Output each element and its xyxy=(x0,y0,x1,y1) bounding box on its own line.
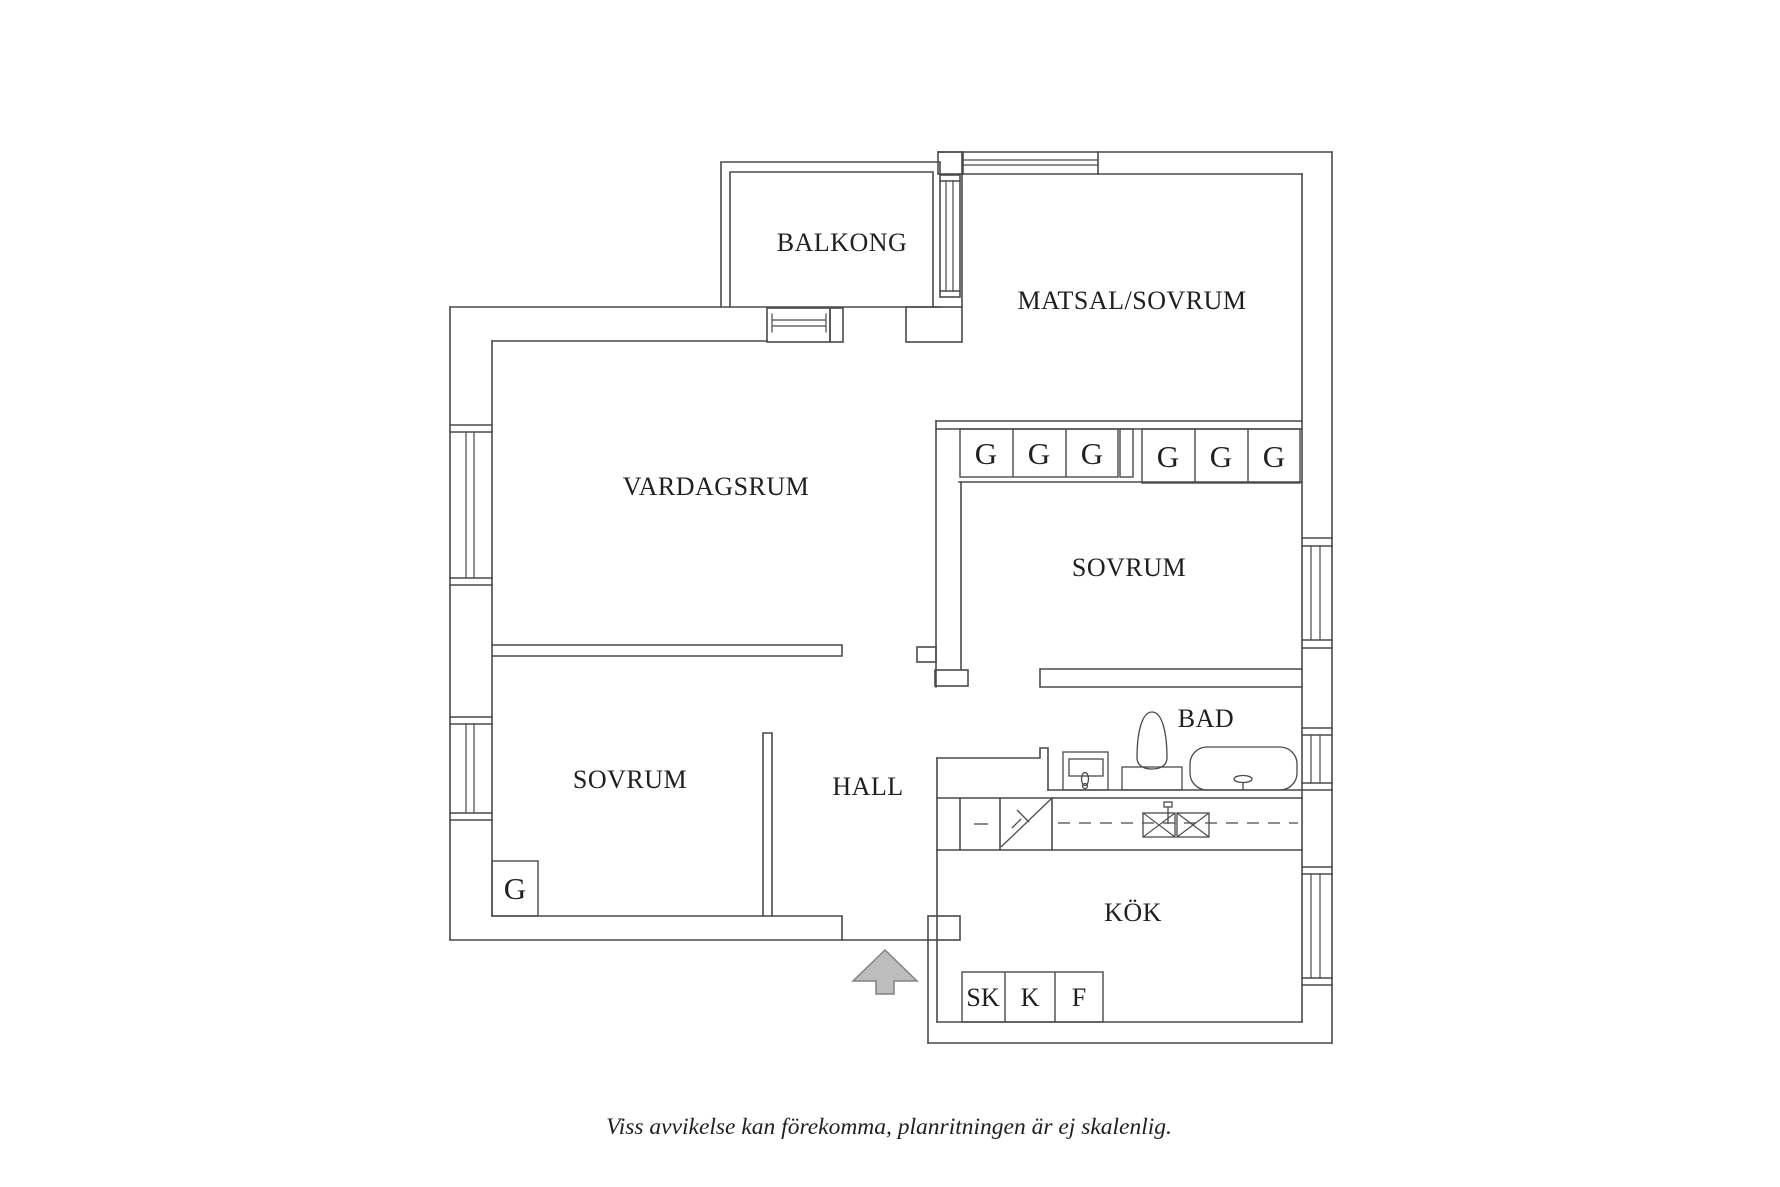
wardrobe-label-g: G xyxy=(504,871,526,906)
room-label-balkong: BALKONG xyxy=(777,228,908,257)
room-label-bad: BAD xyxy=(1178,704,1234,733)
bathroom-sink xyxy=(1062,751,1109,791)
room-label-sovrum-left: SOVRUM xyxy=(573,765,687,794)
wardrobe-box xyxy=(491,860,539,917)
wardrobe-box xyxy=(959,428,1119,478)
room-label-sovrum-right: SOVRUM xyxy=(1072,553,1186,582)
cabinet-label-f: F xyxy=(1072,983,1086,1012)
wardrobe-label-g: G xyxy=(1081,436,1103,471)
room-label-matsal-sovrum: MATSAL/SOVRUM xyxy=(1018,286,1247,315)
wardrobe-box xyxy=(1141,428,1301,484)
footer-disclaimer: Viss avvikelse kan förekomma, planritnin… xyxy=(606,1114,1172,1140)
kitchen-sink xyxy=(1142,801,1210,838)
wardrobe-label-g: G xyxy=(1210,439,1232,474)
room-label-vardagsrum: VARDAGSRUM xyxy=(623,472,810,501)
cleaning-closet-symbol xyxy=(1000,798,1052,848)
toilet xyxy=(1121,711,1183,791)
room-label-kok: KÖK xyxy=(1104,898,1162,927)
walls xyxy=(449,151,1333,1044)
wardrobe-label-g: G xyxy=(975,436,997,471)
bathtub xyxy=(1189,746,1298,791)
room-label-hall: HALL xyxy=(832,772,903,801)
wardrobe-label-g: G xyxy=(1157,439,1179,474)
cabinet-label-k: K xyxy=(1021,983,1040,1012)
wardrobe-label-g: G xyxy=(1028,436,1050,471)
kitchen-cabinet-row xyxy=(961,971,1104,1023)
room-labels: BALKONG MATSAL/SOVRUM VARDAGSRUM SOVRUM … xyxy=(504,228,1285,1012)
cabinet-label-sk: SK xyxy=(966,983,999,1012)
wardrobe-label-g: G xyxy=(1263,439,1285,474)
fixtures xyxy=(974,711,1298,848)
wall-stub xyxy=(1119,428,1134,478)
entrance-arrow-icon xyxy=(851,948,919,995)
storage-boxes xyxy=(491,428,1301,1023)
